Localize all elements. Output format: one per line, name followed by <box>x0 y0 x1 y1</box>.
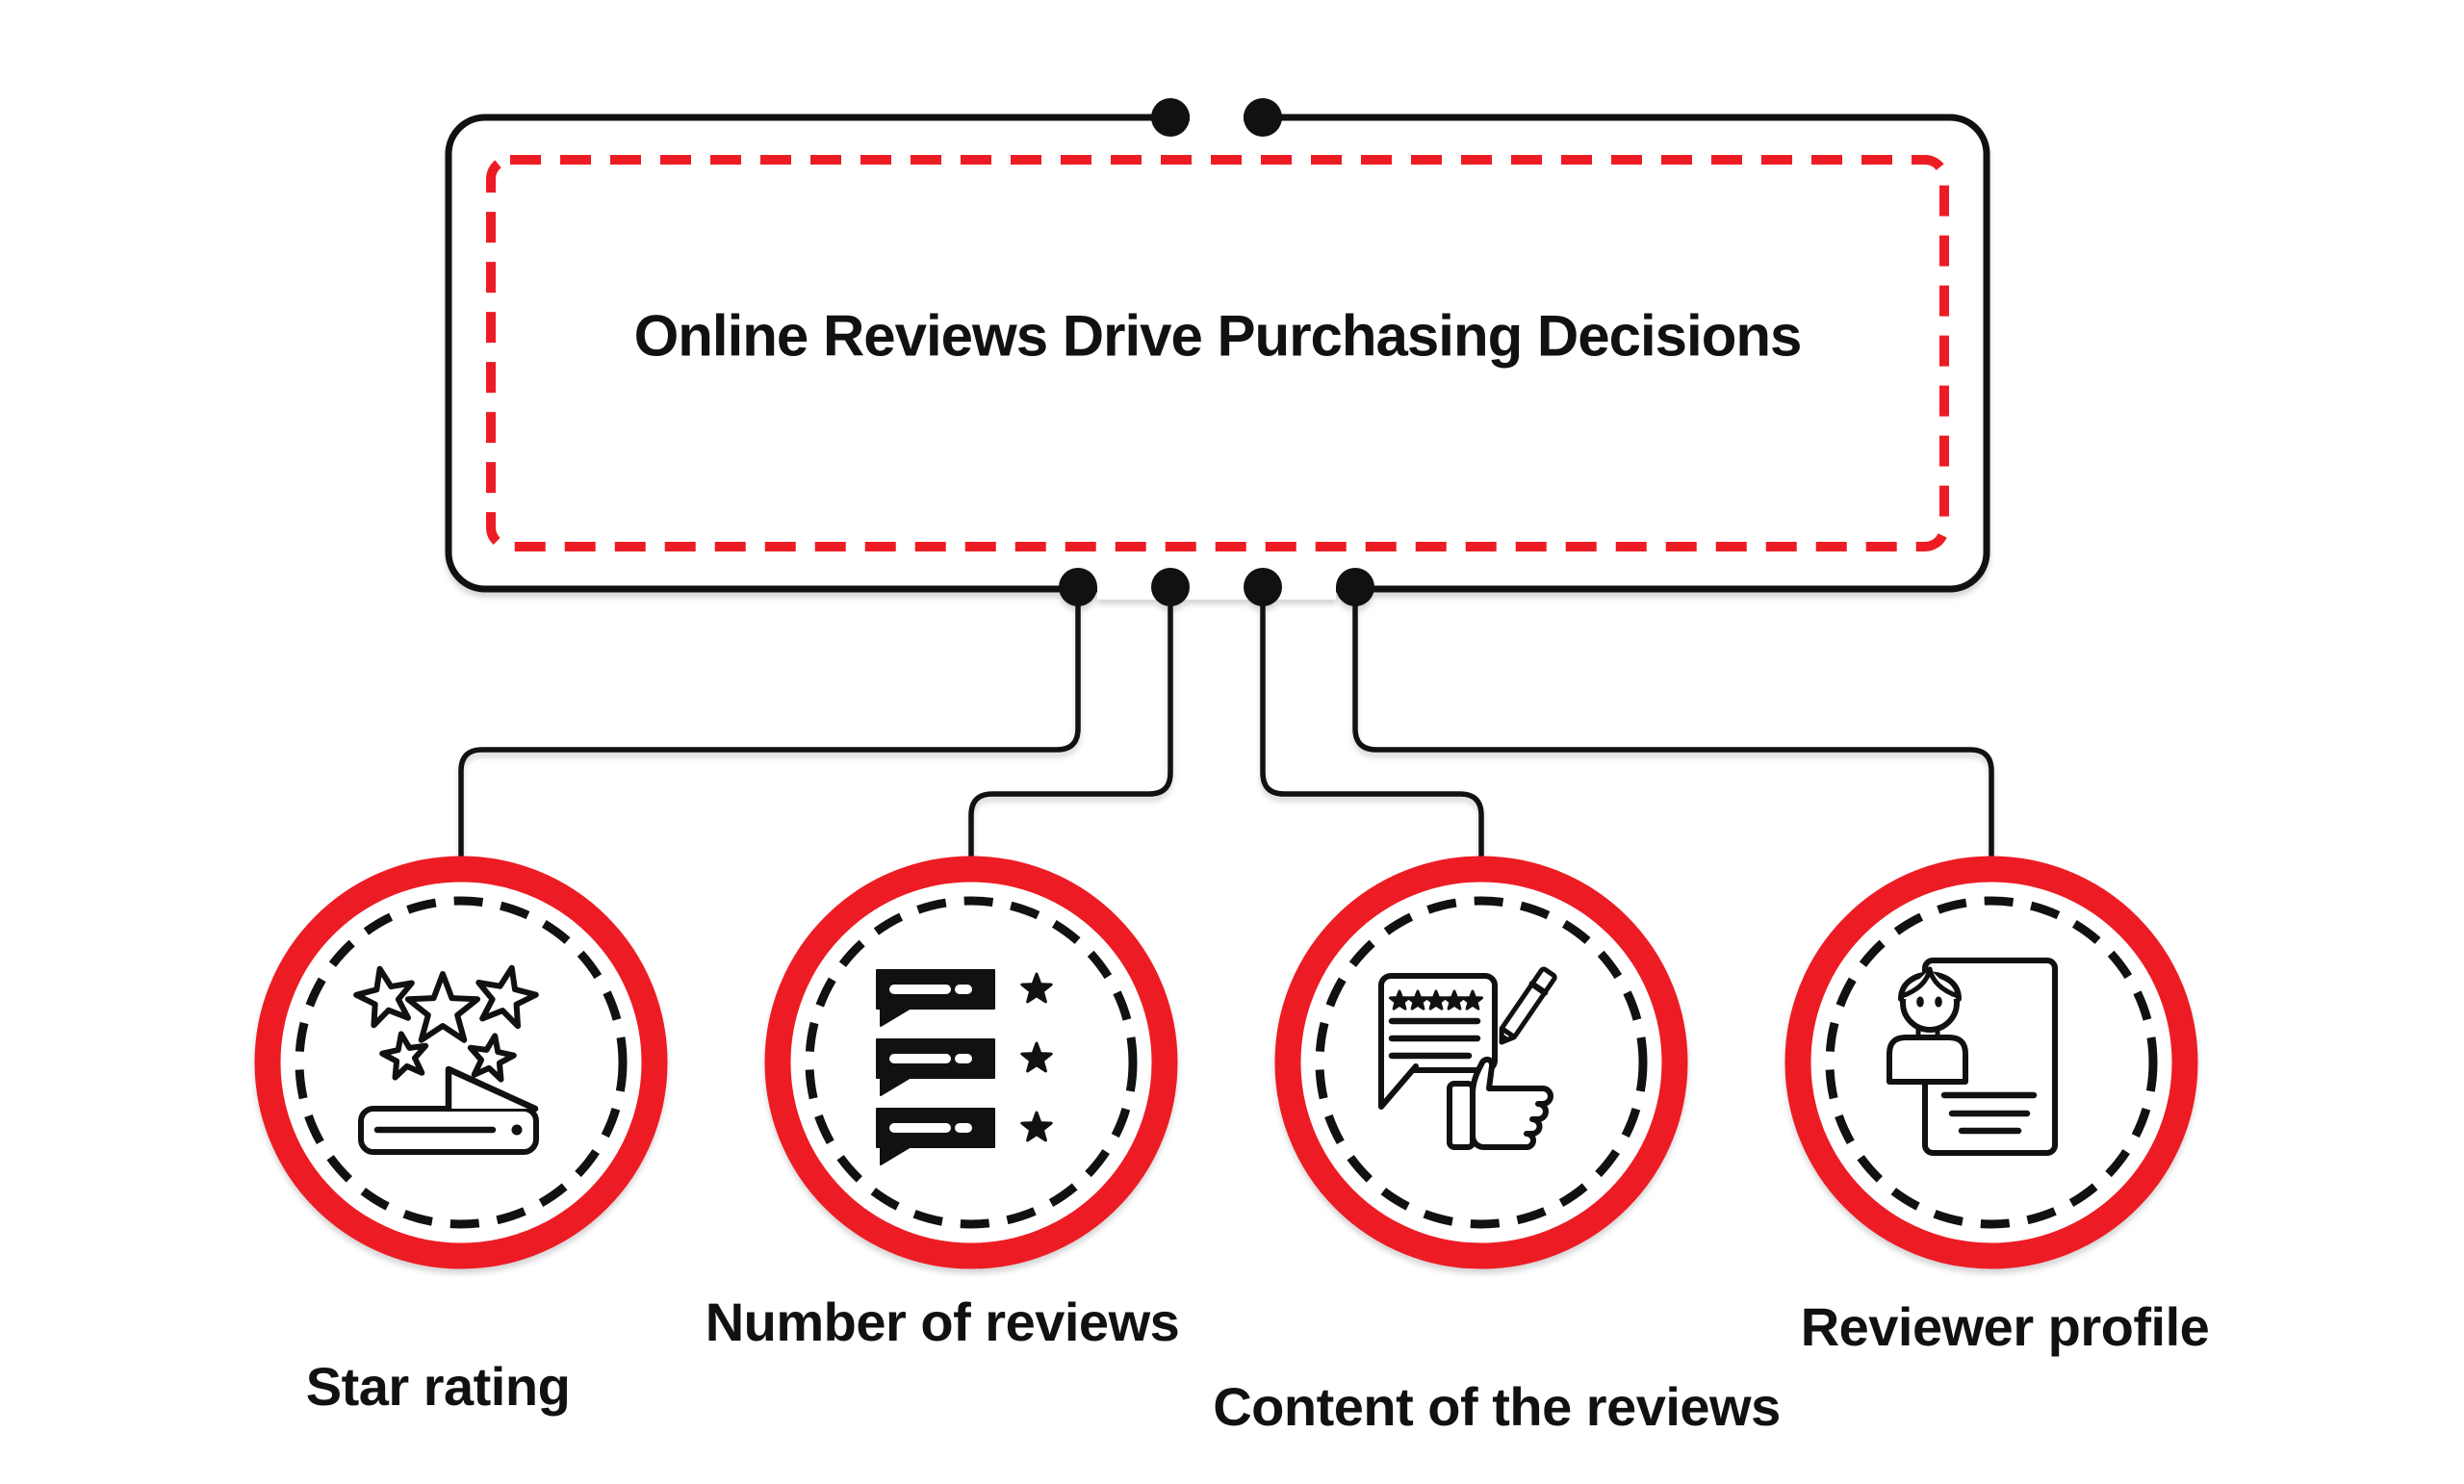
node-number-of-reviews <box>764 856 1178 1269</box>
pencil-icon <box>1499 966 1557 1045</box>
connector-dots <box>1059 98 1374 606</box>
top-border-gap <box>1190 105 1244 129</box>
reviewer-profile-icon <box>1886 958 2058 1156</box>
person-eye <box>1935 996 1942 1008</box>
label-star-rating: Star rating <box>305 1356 571 1417</box>
review-bubble <box>876 1108 995 1165</box>
main-box-border <box>445 114 1990 593</box>
label-reviewer-profile: Reviewer profile <box>1800 1296 2210 1357</box>
person-eye <box>1916 996 1924 1008</box>
connector-line-reviewer-profile <box>1352 587 1994 859</box>
rating-bar-fin <box>445 1065 539 1113</box>
label-content-of-reviews: Content of the reviews <box>1213 1376 1781 1437</box>
review-bubble <box>876 969 995 1027</box>
label-number-of-reviews: Number of reviews <box>705 1292 1180 1352</box>
bottom-connector-dot-3 <box>1244 568 1282 606</box>
main-box-red-dashed-border <box>486 155 1949 551</box>
connector-line-star-rating <box>458 587 1081 859</box>
star-rating-icon <box>353 964 539 1155</box>
review-bubble <box>876 1038 995 1096</box>
connector-line-number-of-reviews <box>968 587 1173 859</box>
person-shoulders <box>1886 1035 1968 1085</box>
review-content-icon <box>1378 966 1557 1150</box>
node-reviewer-profile <box>1784 856 2198 1269</box>
top-connector-dot-2 <box>1244 98 1282 137</box>
bottom-connector-dot-1 <box>1059 568 1097 606</box>
thumbs-up-icon <box>1447 1057 1553 1150</box>
review-count-icon <box>876 969 1053 1165</box>
person-avatar <box>1886 966 1968 1085</box>
bottom-connector-dot-4 <box>1336 568 1374 606</box>
bottom-border-gap <box>1097 575 1336 600</box>
speech-bubble-tail <box>1378 1058 1419 1110</box>
node-dashed-circle <box>295 896 628 1229</box>
connector-line-content-of-reviews <box>1260 587 1484 859</box>
bottom-connector-dot-2 <box>1151 568 1190 606</box>
top-connector-dot-1 <box>1151 98 1190 137</box>
connector-lines <box>458 587 1994 859</box>
node-content-of-reviews <box>1274 856 1688 1269</box>
node-star-rating <box>254 856 668 1269</box>
